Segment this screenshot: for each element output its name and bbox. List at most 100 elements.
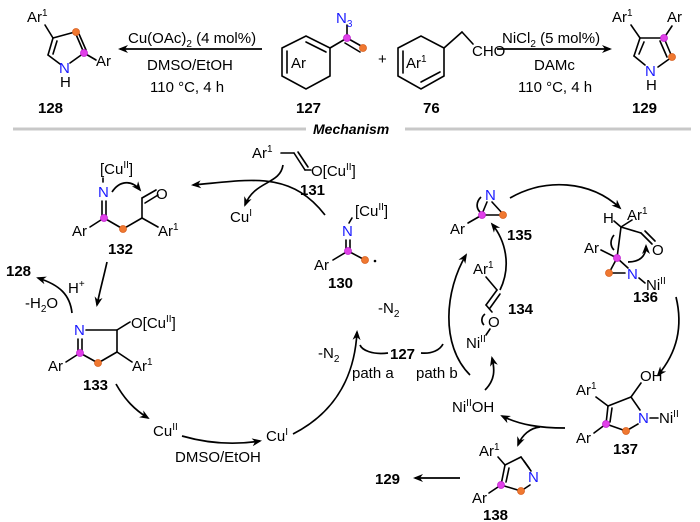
arrow-137-to-138 [517, 426, 541, 447]
ar-label: Ar [72, 223, 87, 240]
electron-push-arrow [111, 181, 142, 193]
compound-label-138: 138 [483, 507, 508, 522]
ni-ii-label: NiII [659, 409, 679, 427]
compound-label-135: 135 [507, 227, 532, 244]
cu-ii-label: [CuII] [100, 160, 133, 178]
ar-label: Ar [450, 221, 465, 238]
conditions-temp-right: 110 °C, 4 h [518, 79, 592, 96]
arrow-136-to-137 [656, 296, 680, 377]
compound-133: N O[CuII] Ar Ar1 [48, 314, 176, 375]
orange-atom-marker [94, 359, 102, 367]
dmso-etoh-label: DMSO/EtOH [175, 449, 261, 466]
nitrogen-label: N [638, 410, 649, 427]
compound-128: Ar1 N H Ar [27, 8, 111, 91]
o-cu-label: O[CuII] [311, 162, 356, 180]
electron-push-arrow [481, 313, 486, 326]
orange-atom-marker [622, 427, 630, 435]
orange-atom-marker [359, 44, 367, 52]
compound-label-129-mech: 129 [375, 471, 400, 488]
arrow-137-to-nioh [500, 415, 566, 429]
orange-atom-marker [605, 269, 613, 277]
arrow-130-to-132 [191, 179, 326, 216]
magenta-atom-marker [660, 34, 668, 42]
section-title-mechanism: Mechanism [313, 121, 389, 137]
compound-label-128: 128 [38, 100, 63, 117]
nitrogen-label: N [74, 322, 85, 339]
compound-label-132: 132 [108, 241, 133, 258]
compound-134: Ar1 O NiII [466, 260, 501, 352]
ar-label: Ar [48, 358, 63, 375]
ar1-label: Ar1 [479, 442, 500, 460]
nitrogen-label: N [59, 60, 70, 77]
nitrogen-label: N [627, 266, 638, 283]
compound-132: [CuII] N O Ar Ar1 [72, 160, 179, 240]
nitrogen-label: N [645, 63, 656, 80]
electron-push-arrow [476, 196, 482, 213]
compound-label-127: 127 [296, 100, 321, 117]
magenta-atom-marker [344, 247, 352, 255]
ar-label: Ar [472, 490, 487, 507]
nitrogen-label: N [342, 223, 353, 240]
arrow-cu-i-to-130 [292, 330, 361, 435]
ar-label: Ar [576, 430, 591, 447]
electron-push-arrow-2 [627, 244, 650, 263]
minus-n2-right: -N2 [378, 300, 400, 320]
compound-label-130: 130 [328, 275, 353, 292]
compound-136: Ar1 H O Ar N NiII [584, 206, 666, 294]
conditions-temp-left: 110 °C, 4 h [150, 79, 224, 96]
oxygen-label: O [652, 242, 664, 259]
magenta-atom-marker [497, 481, 505, 489]
path-a-label: path a [352, 365, 394, 382]
ar1-label: Ar1 [27, 8, 48, 26]
compound-130: [CuII] N Ar [314, 202, 388, 274]
conditions-cu: Cu(OAc)2 (4 mol%) [128, 30, 256, 50]
arrow-134-to-135 [490, 222, 507, 291]
hydrogen-label: H [603, 210, 614, 227]
electron-push-arrow [610, 234, 615, 251]
cu-i-bottom-label: CuI [266, 427, 288, 445]
ar-label: Ar [96, 53, 111, 70]
ar1-label: Ar1 [158, 222, 179, 240]
hydroxyl-label: OH [640, 368, 663, 385]
path-a-connector [359, 344, 389, 355]
hydrogen-label: H [646, 77, 657, 94]
arrow-133-to-cu-ii [115, 383, 150, 420]
arrow-132-to-133 [94, 261, 108, 307]
ar-label: Ar [667, 9, 682, 26]
ar1-label: Ar1 [252, 144, 273, 162]
ar1-label: Ar1 [406, 54, 427, 72]
magenta-atom-marker [80, 49, 88, 57]
arrow-nioh-to-ni [484, 356, 498, 391]
orange-atom-marker [499, 211, 507, 219]
oxygen-label: O [488, 314, 500, 331]
orange-atom-marker [119, 225, 127, 233]
h-plus-label: H+ [68, 279, 85, 297]
ar-label: Ar [314, 257, 329, 274]
compound-label-127-mech: 127 [390, 346, 415, 363]
path-b-label: path b [416, 365, 458, 382]
orange-atom-marker [361, 256, 369, 264]
arrow-133-to-128 [36, 276, 73, 314]
conditions-solvent-left: DMSO/EtOH [147, 57, 233, 74]
arrow-135-to-136 [509, 183, 622, 210]
minus-n2-left: -N2 [318, 345, 340, 365]
o-cu-label: O[CuII] [131, 314, 176, 332]
compound-label-129: 129 [632, 100, 657, 117]
nitrogen-label: N [528, 469, 539, 486]
cu-ii-bottom-label: CuII [153, 422, 178, 440]
magenta-atom-marker [613, 254, 621, 262]
azide-label: N3 [336, 10, 353, 30]
compound-label-137: 137 [613, 441, 638, 458]
magenta-atom-marker [602, 420, 610, 428]
compound-label-136: 136 [633, 289, 658, 306]
compound-127: Ar N3 [281, 10, 367, 90]
ar-label: Ar [584, 240, 599, 257]
conditions-ni: NiCl2 (5 mol%) [502, 30, 600, 50]
magenta-atom-marker [100, 214, 108, 222]
nitrogen-label: N [98, 184, 109, 201]
ar1-label: Ar1 [473, 260, 494, 278]
compound-138: Ar1 N Ar [472, 442, 539, 507]
ar1-label: Ar1 [612, 8, 633, 26]
compound-label-131: 131 [300, 182, 325, 199]
compound-129: Ar1 Ar N H [612, 8, 682, 94]
